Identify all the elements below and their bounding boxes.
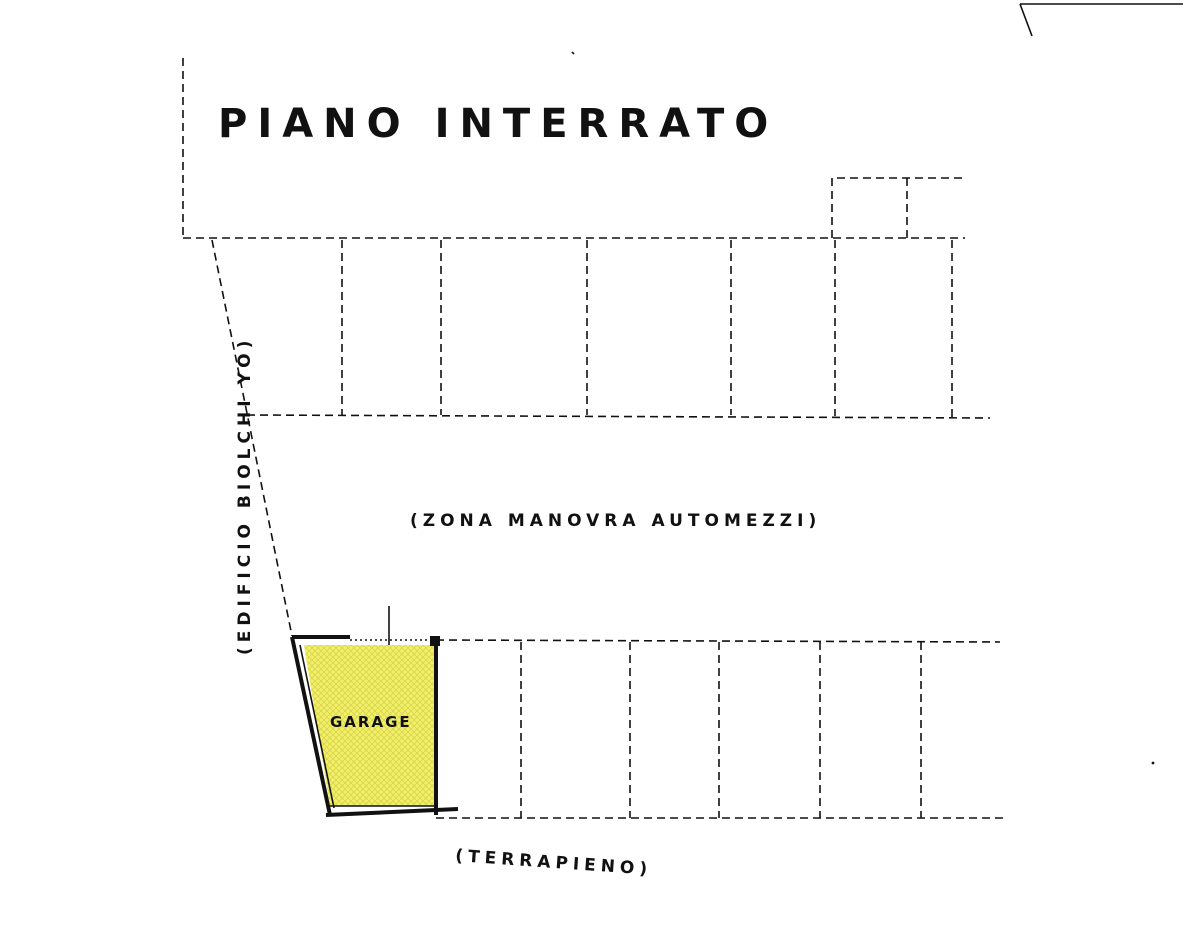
corner-mark [1019, 3, 1183, 37]
garage-label: GARAGE [330, 713, 412, 731]
drawing-title: PIANO INTERRATO [218, 101, 778, 147]
garage-unit[interactable]: GARAGE [290, 635, 459, 817]
maneuver-zone-label: (ZONA MANOVRA AUTOMEZZI) [410, 511, 821, 531]
slanted-boundary-wall [211, 239, 293, 637]
building-outline [182, 51, 965, 239]
scan-dot [1151, 761, 1155, 765]
embankment-label: (TERRAPIENO) [455, 846, 653, 880]
neighbor-building-label: (EDIFICIO BIOLCHI YO) [235, 336, 255, 655]
upper-parking-row [246, 240, 991, 419]
lower-parking-row [388, 606, 1003, 819]
